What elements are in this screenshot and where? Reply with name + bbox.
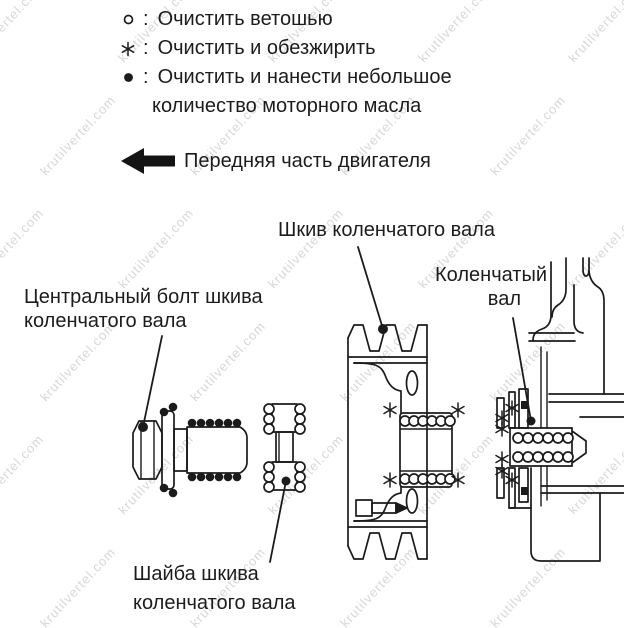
legend-label: Очистить и обезжирить (157, 37, 376, 59)
legend-item-degrease: : Очистить и обезжирить (118, 34, 452, 63)
legend-colon: : (143, 37, 149, 59)
cleaning-legend: : Очистить ветошью : Очистить и обезжири… (118, 5, 452, 121)
crankshaft-label-line2: вал (487, 288, 521, 310)
rag-circle-markers (399, 415, 456, 485)
legend-label: Очистить ветошью (157, 8, 333, 30)
legend-label: Очистить и нанести небольшое (157, 66, 452, 88)
bolt-label-line2: коленчатого вала (24, 310, 187, 332)
legend-colon: : (143, 66, 149, 88)
pulley-label: Шкив коленчатого вала (278, 219, 495, 241)
legend-item-rag: : Очистить ветошью (118, 5, 452, 34)
rag-circle-markers (263, 403, 306, 493)
legend-colon: : (143, 8, 149, 30)
leader-lines (138, 246, 536, 563)
thread-circles (512, 432, 574, 463)
bolt-drawing (132, 402, 248, 498)
washer-label-line1: Шайба шкива (133, 563, 259, 585)
washer-label: Шайба шкива коленчатого вала (133, 560, 296, 618)
crankshaft-label-line1: Коленчатый (435, 264, 547, 286)
direction-label: Передняя часть двигателя (184, 149, 431, 172)
filled-circle-icon (118, 72, 138, 83)
oil-dot-markers (159, 402, 242, 498)
open-circle-icon (118, 14, 138, 25)
left-arrow-icon (121, 148, 175, 174)
bolt-label-line1: Центральный болт шкива (24, 286, 263, 308)
washer-drawing (263, 403, 306, 493)
legend-label-continued: количество моторного масла (152, 95, 422, 117)
asterisk-icon (118, 41, 138, 57)
washer-label-line2: коленчатого вала (133, 592, 296, 614)
legend-item-oil: : Очистить и нанести небольшое (118, 63, 452, 92)
bolt-label: Центральный болт шкива коленчатого вала (24, 285, 263, 333)
crankshaft-label: Коленчатый вал (403, 263, 547, 311)
engine-front-note: Передняя часть двигателя (121, 146, 431, 176)
crankshaft-drawing (496, 257, 624, 562)
pulley-drawing (347, 324, 456, 560)
